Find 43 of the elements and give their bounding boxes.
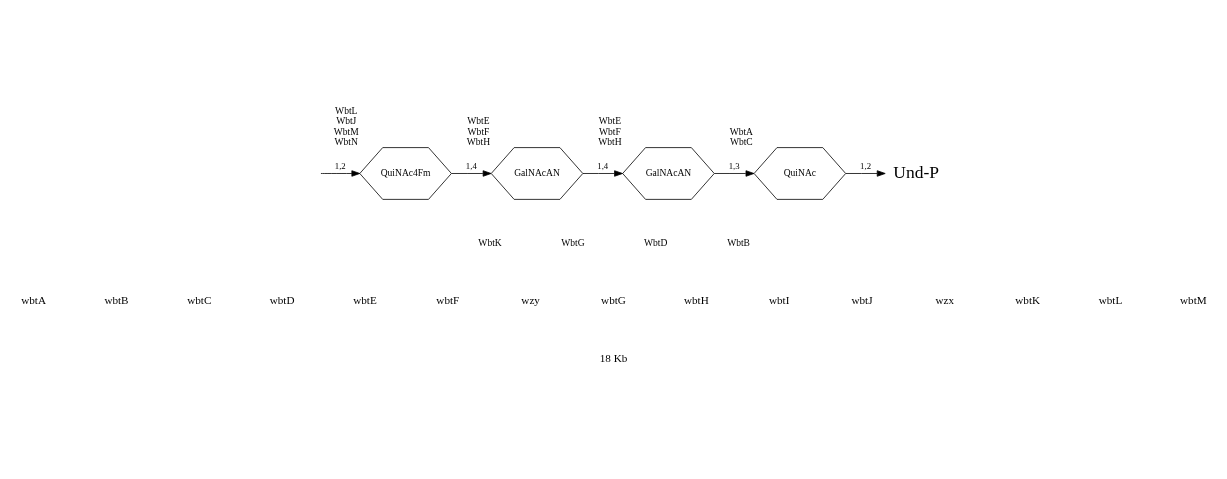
label: wbtG	[601, 293, 626, 306]
label: wbtI	[768, 293, 790, 306]
node-label: WbtJ	[336, 114, 357, 126]
node-label: WbtE	[598, 114, 622, 126]
node-label: WbtA	[729, 125, 754, 137]
label: wzy	[521, 293, 540, 306]
label: wbtJ	[851, 293, 873, 306]
label: wbtE	[353, 293, 377, 306]
node-label: WbtH	[466, 135, 491, 147]
label: wbtC	[187, 293, 212, 306]
label: wbtA	[21, 293, 47, 306]
node-label: WbtN	[334, 135, 358, 147]
label: wbtK	[1015, 293, 1041, 306]
node-text: Und-P	[893, 161, 940, 182]
label: WbtK	[478, 236, 502, 248]
label: WbtB	[727, 236, 750, 248]
arrow	[845, 169, 886, 177]
label: 18 Kb	[599, 351, 628, 364]
arrow	[451, 169, 492, 177]
arrow	[320, 169, 361, 177]
node-label: WbtH	[598, 135, 622, 147]
node-label: WbtL	[335, 104, 358, 116]
edge-label: 1,4	[597, 160, 609, 171]
edge-label: 1,4	[465, 160, 477, 171]
label: WbtD	[644, 236, 668, 248]
label: wbtD	[269, 293, 295, 306]
label: wbtL	[1098, 293, 1123, 306]
edge-label: 1,2	[334, 160, 346, 171]
edge-label: 1,3	[728, 160, 740, 171]
arrow	[714, 169, 755, 177]
node-label: WbtM	[333, 125, 359, 137]
node-label: WbtC	[729, 135, 753, 147]
node-label: WbtE	[467, 114, 490, 126]
label: wbtH	[683, 293, 709, 306]
label: wbtM	[1180, 293, 1207, 306]
label: wbtF	[436, 293, 460, 306]
node-label: WbtF	[467, 125, 490, 137]
label: WbtG	[561, 236, 585, 248]
arrow	[582, 169, 623, 177]
label: wbtB	[104, 293, 129, 306]
node-label: WbtF	[599, 125, 621, 137]
label: wzx	[935, 293, 955, 306]
edge-label: 1,2	[860, 160, 872, 171]
